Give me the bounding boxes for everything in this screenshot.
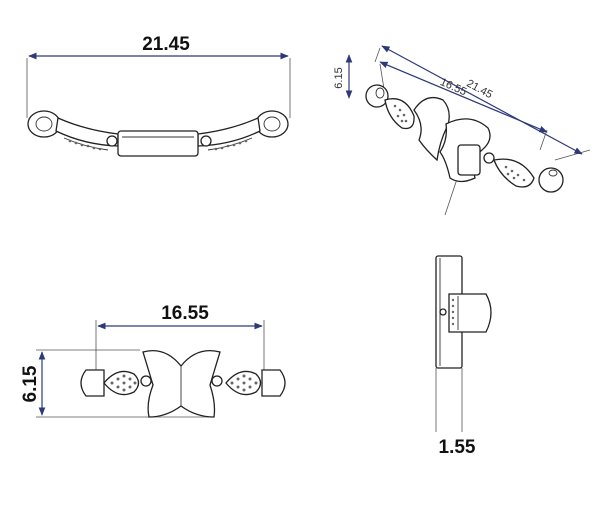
iso-length-label: 21.45 (464, 78, 494, 102)
front-height-label: 6.15 (20, 365, 41, 402)
top-view: 21.45 (26, 34, 291, 157)
side-view: 1.55 (435, 255, 492, 458)
front-view: 16.55 6.15 (20, 303, 286, 418)
iso-span-dimension-line (379, 61, 548, 133)
front-span-label: 16.55 (161, 303, 209, 324)
isometric-view: 21.45 16.55 6.15 (333, 45, 591, 216)
iso-span-label: 16.55 (438, 76, 468, 98)
iso-height-label: 6.15 (333, 67, 345, 88)
top-dimension-label: 21.45 (142, 34, 190, 55)
side-thickness-label: 1.55 (439, 437, 476, 458)
